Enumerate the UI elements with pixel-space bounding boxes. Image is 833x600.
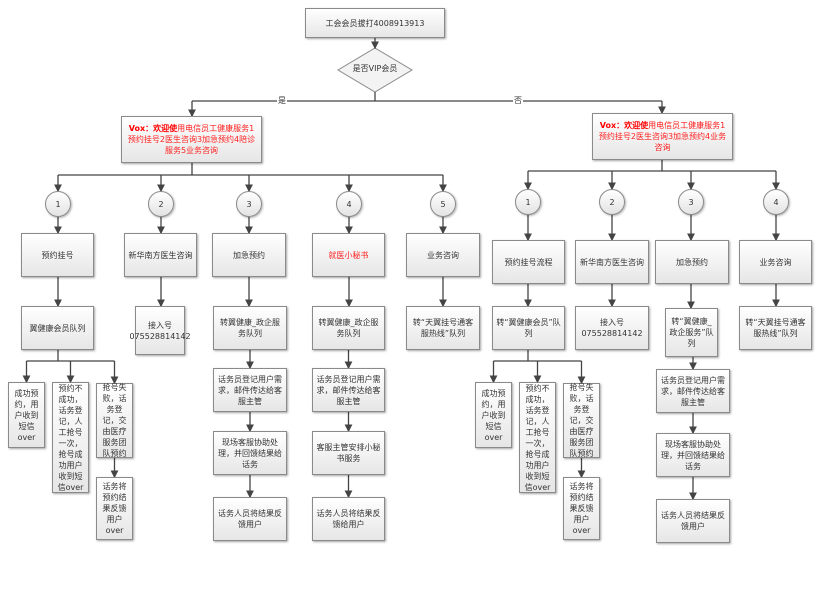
vip-doctor-box: 新华南方医生咨询 bbox=[124, 233, 197, 277]
vip-booking-feedback-text: 话务将预约结果反馈用户over bbox=[102, 482, 127, 535]
decision-label: 是否VIP会员 bbox=[352, 64, 398, 73]
nonvip-menu-text: 用电信员工健康服务1预约挂号2医生咨询3加急预约4业务咨询 bbox=[598, 121, 727, 152]
nonvip-business-queue: 转“天翼挂号通客服热线”队列 bbox=[739, 306, 812, 350]
vip-urgent-step-3-text: 话务人员将结果反馈用户 bbox=[218, 509, 282, 529]
vip-booking-box-text: 预约挂号 bbox=[41, 250, 74, 260]
vip-urgent-step-1-text: 话务员登记用户需求，邮件传达给客服主管 bbox=[218, 374, 282, 406]
nonvip-menu-box: Vox：欢迎使用电信员工健康服务1预约挂号2医生咨询3加急预约4业务咨询 bbox=[592, 113, 733, 160]
vip-booking-circle: 1 bbox=[45, 191, 71, 217]
nonvip-urgent-box-text: 加急预约 bbox=[676, 257, 708, 267]
nonvip-doctor-circle: 2 bbox=[599, 189, 625, 215]
vip-booking-box: 预约挂号 bbox=[21, 233, 94, 277]
vip-secretary-box: 就医小秘书 bbox=[312, 233, 385, 277]
vip-business-queue-text: 转“天翼挂号通客服热线”队列 bbox=[412, 318, 474, 338]
nonvip-urgent-box: 加急预约 bbox=[655, 240, 729, 284]
nonvip-booking-retry-text: 预约不成功，话务登记，人工抢号一次，抢号成功用户收到短信over bbox=[524, 383, 551, 492]
vip-urgent-circle: 3 bbox=[236, 191, 262, 217]
vip-secretary-queue-text: 转翼健康_政企服务队列 bbox=[318, 318, 379, 338]
nonvip-doctor-box-text: 新华南方医生咨询 bbox=[580, 257, 644, 267]
vip-doctor-box-text: 新华南方医生咨询 bbox=[128, 250, 193, 260]
nonvip-urgent-queue: 转“翼健康_政企服务”队列 bbox=[665, 308, 718, 357]
vip-secretary-step-2-text: 客服主管安排小秘书服务 bbox=[316, 443, 381, 463]
nonvip-menu-prefix: Vox：欢迎使 bbox=[599, 121, 649, 130]
vip-urgent-box-text: 加急预约 bbox=[233, 250, 265, 260]
nonvip-urgent-step-3-text: 话务人员将结果反馈用户 bbox=[661, 511, 725, 531]
nonvip-booking-box-text: 预约挂号流程 bbox=[504, 257, 553, 267]
vip-booking-failed: 抢号失败，话务登记，交由医疗服务团队预约 bbox=[96, 383, 133, 458]
nonvip-booking-success-text: 成功预约，用户收到短信over bbox=[481, 388, 506, 442]
vip-doctor-number: 接入号075528814142 bbox=[129, 306, 191, 355]
nonvip-booking-circle: 1 bbox=[515, 189, 541, 215]
vip-booking-failed-text: 抢号失败，话务登记，交由医疗服务团队预约 bbox=[102, 383, 127, 458]
nonvip-booking-feedback: 话务将预约结果反馈用户over bbox=[563, 477, 600, 540]
vip-business-box-text: 业务咨询 bbox=[427, 250, 459, 260]
nonvip-urgent-queue-text: 转“翼健康_政企服务”队列 bbox=[669, 317, 714, 348]
vip-secretary-step-1-text: 话务员登记用户需求，邮件传达给客服主管 bbox=[316, 374, 381, 406]
nonvip-urgent-step-3: 话务人员将结果反馈用户 bbox=[656, 499, 730, 543]
vip-secretary-step-3-text: 话务人员将结果反馈给用户 bbox=[316, 509, 381, 529]
vip-booking-queue-text: 翼健康会员队列 bbox=[29, 323, 86, 333]
vip-secretary-step-3: 话务人员将结果反馈给用户 bbox=[312, 497, 385, 541]
nonvip-booking-failed-text: 抢号失败，话务登记，交由医疗服务团队预约 bbox=[569, 383, 594, 458]
vip-urgent-step-2: 现场客服协助处理，并回馈结果给话务 bbox=[213, 431, 287, 475]
nonvip-urgent-step-2: 现场客服协助处理，并回馈结果给话务 bbox=[656, 433, 730, 477]
vip-urgent-step-3: 话务人员将结果反馈用户 bbox=[213, 497, 287, 541]
nonvip-booking-failed: 抢号失败，话务登记，交由医疗服务团队预约 bbox=[563, 383, 600, 458]
vip-doctor-number-text: 接入号075528814142 bbox=[129, 320, 191, 341]
nonvip-booking-queue: 转“翼健康会员”队列 bbox=[492, 306, 565, 350]
vip-urgent-queue: 转翼健康_政企服务队列 bbox=[213, 306, 287, 350]
vip-secretary-circle: 4 bbox=[336, 191, 362, 217]
nonvip-doctor-box: 新华南方医生咨询 bbox=[575, 240, 649, 284]
vip-menu-box: Vox：欢迎使用电信员工健康服务1预约挂号2医生咨询3加急预约4陪诊服务5业务咨… bbox=[121, 116, 262, 163]
nonvip-business-queue-text: 转“天翼挂号通客服热线”队列 bbox=[745, 318, 806, 338]
branch-no-label: 否 bbox=[513, 96, 523, 105]
nonvip-business-box-text: 业务咨询 bbox=[759, 257, 792, 267]
vip-secretary-queue: 转翼健康_政企服务队列 bbox=[312, 306, 385, 350]
nonvip-booking-queue-text: 转“翼健康会员”队列 bbox=[496, 318, 561, 338]
vip-urgent-step-1: 话务员登记用户需求，邮件传达给客服主管 bbox=[213, 368, 287, 412]
vip-booking-retry-text: 预约不成功，话务登记，人工抢号一次，抢号成功用户收到短信over bbox=[57, 383, 84, 492]
nonvip-business-box: 业务咨询 bbox=[739, 240, 812, 284]
nonvip-urgent-step-1: 话务员登记用户需求，邮件传达给客服主管 bbox=[656, 369, 730, 413]
nonvip-urgent-step-2-text: 现场客服协助处理，并回馈结果给话务 bbox=[661, 439, 725, 471]
vip-menu-text: 用电信员工健康服务1预约挂号2医生咨询3加急预约4陪诊服务5业务咨询 bbox=[127, 124, 256, 155]
nonvip-doctor-number: 接入号075528814142 bbox=[575, 306, 649, 350]
vip-business-box: 业务咨询 bbox=[406, 233, 480, 277]
nonvip-urgent-circle: 3 bbox=[678, 189, 704, 215]
vip-secretary-step-1: 话务员登记用户需求，邮件传达给客服主管 bbox=[312, 368, 385, 412]
vip-secretary-box-text: 就医小秘书 bbox=[328, 250, 369, 260]
nonvip-urgent-step-1-text: 话务员登记用户需求，邮件传达给客服主管 bbox=[661, 375, 725, 407]
vip-booking-success: 成功预约，用户收到短信over bbox=[8, 382, 45, 448]
nonvip-booking-retry: 预约不成功，话务登记，人工抢号一次，抢号成功用户收到短信over bbox=[519, 382, 556, 493]
vip-booking-retry: 预约不成功，话务登记，人工抢号一次，抢号成功用户收到短信over bbox=[52, 382, 89, 493]
vip-booking-queue: 翼健康会员队列 bbox=[21, 306, 94, 350]
nonvip-booking-box: 预约挂号流程 bbox=[492, 240, 565, 284]
vip-urgent-box: 加急预约 bbox=[212, 233, 286, 277]
vip-urgent-queue-text: 转翼健康_政企服务队列 bbox=[220, 318, 280, 338]
vip-business-queue: 转“天翼挂号通客服热线”队列 bbox=[406, 306, 480, 350]
title-box-text: 工会会员拔打4008913913 bbox=[325, 18, 425, 28]
vip-doctor-circle: 2 bbox=[148, 191, 174, 217]
vip-booking-success-text: 成功预约，用户收到短信over bbox=[14, 388, 39, 442]
vip-urgent-step-2-text: 现场客服协助处理，并回馈结果给话务 bbox=[218, 437, 282, 469]
nonvip-doctor-number-text: 接入号075528814142 bbox=[581, 318, 643, 338]
nonvip-booking-success: 成功预约，用户收到短信over bbox=[475, 382, 512, 448]
vip-booking-feedback: 话务将预约结果反馈用户over bbox=[96, 477, 133, 540]
vip-secretary-step-2: 客服主管安排小秘书服务 bbox=[312, 431, 385, 475]
vip-menu-prefix: Vox：欢迎使 bbox=[128, 124, 178, 133]
title-box: 工会会员拔打4008913913 bbox=[305, 8, 445, 38]
nonvip-business-circle: 4 bbox=[763, 189, 789, 215]
vip-business-circle: 5 bbox=[430, 191, 456, 217]
branch-yes-label: 是 bbox=[277, 96, 287, 105]
nonvip-booking-feedback-text: 话务将预约结果反馈用户over bbox=[569, 482, 594, 535]
